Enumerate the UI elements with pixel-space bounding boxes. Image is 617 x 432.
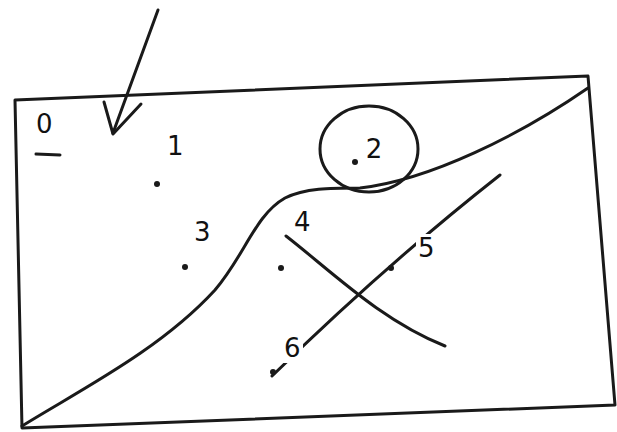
curve-line <box>22 88 588 426</box>
callout-number: 0 <box>34 110 55 139</box>
callout-number: 3 <box>192 218 213 247</box>
point-dot <box>154 181 160 187</box>
point-dot <box>352 159 358 165</box>
underline <box>36 154 60 155</box>
point-dot <box>388 265 394 271</box>
point-dot <box>182 264 188 270</box>
arrow-head <box>104 102 141 134</box>
pointer-arrow <box>113 10 158 133</box>
callout-number: 6 <box>282 334 303 363</box>
callout-number: 5 <box>416 234 437 263</box>
point-dot <box>278 265 284 271</box>
cross-line <box>272 175 500 376</box>
callout-number: 2 <box>366 135 383 164</box>
frame <box>15 76 615 428</box>
circle-node: 2 <box>318 104 420 194</box>
callout-number: 4 <box>292 208 313 237</box>
point-dot <box>270 369 276 375</box>
callout-number: 1 <box>165 132 186 161</box>
